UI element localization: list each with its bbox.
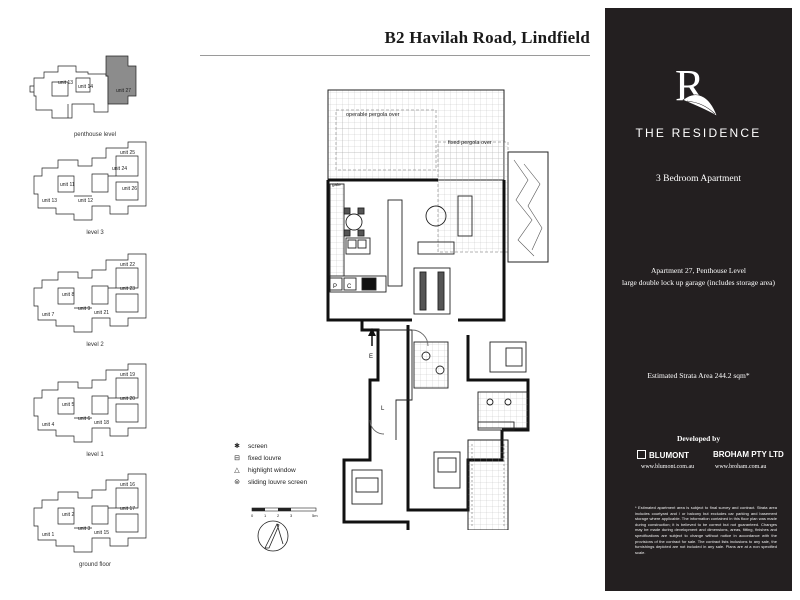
keyplan-unit-label: unit 26 [122,186,137,192]
legend-label: sliding louvre screen [248,478,308,486]
legend: ✱ screen ⊟ fixed louvre △ highlight wind… [232,440,342,488]
keyplan-level-1: unit 5 unit 4 unit 6 unit 18 unit 19 uni… [20,358,170,458]
keyplan-unit-label: unit 16 [120,482,135,488]
scale-label: 3 [290,513,293,518]
keyplan-unit-label: unit 5 [62,402,74,408]
keyplan-caption: level 3 [86,230,104,236]
fixed-louvre-icon: ⊟ [234,455,240,462]
keyplan-unit-label: unit 18 [94,420,109,426]
scale-bar: 0 1 2 3 5m [251,507,318,518]
developer-logos: BLUMONT BROHAM PTY LTD [605,450,792,470]
blumont-logo: BLUMONT [637,450,689,460]
legend-label: highlight window [248,466,296,474]
keyplan-unit-label: unit 20 [120,396,135,402]
interior [329,183,529,530]
sliding-louvre-icon: ⊜ [234,479,240,486]
keyplan-unit-label: unit 13 [42,198,57,204]
keyplan-unit-label: unit 1 [42,532,54,538]
keyplan-ground-floor-drawing: unit 2 unit 1 unit 3 unit 15 unit 16 uni… [33,473,147,553]
keyplan-unit-label: unit 24 [112,166,127,172]
keyplan-ground-floor: unit 2 unit 1 unit 3 unit 15 unit 16 uni… [20,468,170,568]
keyplan-unit-label: unit 4 [42,422,54,428]
keyplan-unit-label: unit 13 [58,80,73,86]
keyplan-unit-label: unit 14 [78,84,93,90]
keyplan-penthouse-drawing: unit 13 unit 14 unit 27 [29,55,137,119]
keyplan-caption: penthouse level [73,132,117,138]
legend-row: ⊜ sliding louvre screen [232,476,342,488]
keyplan-unit-label: unit 21 [94,310,109,316]
keyplan-level-2: unit 8 unit 7 unit 9 unit 21 unit 22 uni… [20,248,170,348]
keyplan-unit-label: unit 15 [94,530,109,536]
legend-label: fixed louvre [248,454,282,462]
developed-by: Developed by [676,434,721,443]
highlight-window-icon: △ [234,467,240,474]
broham-logo: BROHAM PTY LTD [713,450,784,459]
floor-plan: operable pergola over fixed pergola over [326,89,549,530]
planter [507,151,549,263]
scale-label: 1 [264,513,267,518]
brand-name: THE RESIDENCE [635,126,762,140]
legend-row: △ highlight window [232,464,342,476]
keyplan-unit-label: unit 6 [78,416,90,422]
keyplan-unit-label: unit 8 [62,292,74,298]
keyplan-caption: level 1 [86,452,104,458]
blumont-mark-icon [637,450,646,459]
screen-icon: ✱ [234,443,240,450]
apartment-type: 3 Bedroom Apartment [656,174,741,184]
keyplan-unit-label: unit 9 [78,306,90,312]
residence-logo: R [675,61,718,117]
entry-arrow-icon [368,328,376,336]
gate-label: gate [332,182,341,187]
keyplan-unit-label: unit 3 [78,526,90,532]
scale-label: 2 [277,513,280,518]
keyplan-unit-label: unit 22 [120,262,135,268]
keyplan-unit-label: unit 25 [120,150,135,156]
blumont-url[interactable]: www.blumont.com.au [641,464,695,470]
info-panel: R THE RESIDENCE 3 Bedroom Apartment Apar… [605,8,792,591]
header-divider [200,55,590,56]
keyplan-penthouse: unit 13 unit 14 unit 27 penthouse level [20,46,170,146]
scale-label: 0 [251,513,254,518]
cupboard-label: C [347,284,352,290]
apartment-number: Apartment 27, Penthouse Level [651,266,746,275]
keyplan-unit-label: unit 2 [62,512,74,518]
broham-url[interactable]: www.broham.com.au [715,464,767,470]
lift-label: L [381,406,385,412]
fixed-pergola-label: fixed pergola over [448,140,492,146]
pantry-label: P [333,284,337,290]
page-title: B2 Havilah Road, Lindfield [384,28,590,47]
keyplan-level-1-drawing: unit 5 unit 4 unit 6 unit 18 unit 19 uni… [33,363,147,443]
key-plans: unit 13 unit 14 unit 27 penthouse level … [20,40,170,580]
keyplan-unit-label: unit 7 [42,312,54,318]
legend-label: screen [248,442,268,450]
keyplan-unit-label: unit 27 [116,88,131,94]
keyplan-level-2-drawing: unit 8 unit 7 unit 9 unit 21 unit 22 uni… [33,253,147,333]
keyplan-unit-label: unit 12 [78,198,93,204]
blumont-name: BLUMONT [649,451,689,460]
garage-info: large double lock up garage (includes st… [622,278,775,287]
legend-row: ✱ screen [232,440,342,452]
operable-pergola-label: operable pergola over [346,112,400,118]
keyplan-unit-label: unit 19 [120,372,135,378]
entry-label: E [369,354,373,360]
keyplan-level-3: unit 11 unit 12 unit 13 unit 24 unit 25 … [20,136,170,236]
terrace: operable pergola over fixed pergola over [327,89,509,253]
north-arrow-icon [257,520,289,552]
legend-row: ⊟ fixed louvre [232,452,342,464]
keyplan-unit-label: unit 23 [120,286,135,292]
keyplan-unit-label: unit 11 [60,182,75,188]
scale-label: 5m [312,513,318,518]
keyplan-level-3-drawing: unit 11 unit 12 unit 13 unit 24 unit 25 … [33,141,147,221]
keyplan-caption: ground floor [78,562,112,568]
keyplan-unit-label: unit 17 [120,506,135,512]
keyplan-caption: level 2 [86,342,104,348]
disclaimer: * Estimated apartment area is subject to… [635,505,777,555]
strata-area: Estimated Strata Area 244.2 sqm* [647,371,750,380]
